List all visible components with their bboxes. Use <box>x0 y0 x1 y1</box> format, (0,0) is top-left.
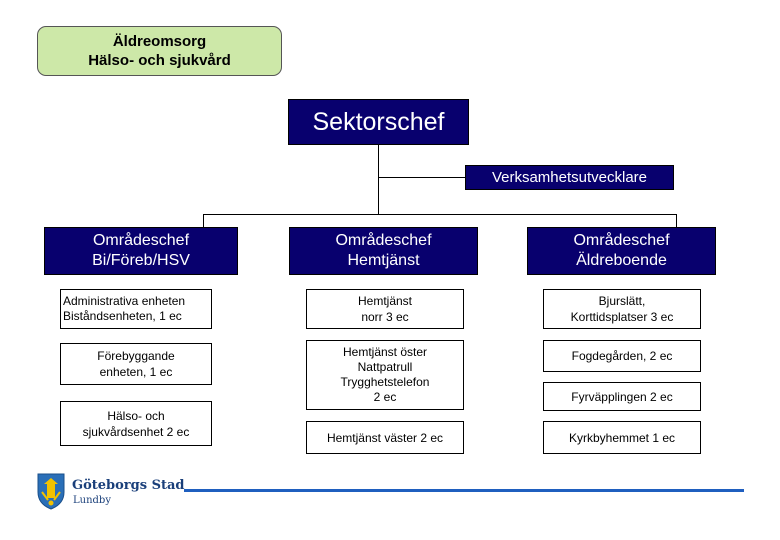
unit-forebyggande-line-1: Förebyggande <box>97 349 175 363</box>
column-header-left: Områdeschef Bi/Föreb/HSV <box>44 227 238 275</box>
footer-rule <box>184 489 744 492</box>
sektorschef-label: Sektorschef <box>312 107 445 136</box>
unit-bjurslatt-line-2: Korttidsplatser 3 ec <box>570 310 674 324</box>
unit-forebyggande-line-2: enheten, 1 ec <box>99 365 173 379</box>
unit-forebyggande: Förebyggande enheten, 1 ec <box>60 343 212 385</box>
unit-hemtjanst-oster-line-3: Trygghetstelefon <box>340 375 430 389</box>
unit-fyrvapplingen-label: Fyrväpplingen 2 ec <box>571 389 673 404</box>
unit-hemtjanst-vaster-label: Hemtjänst väster 2 ec <box>326 430 444 445</box>
unit-halso-sjukvard: Hälso- och sjukvårdsenhet 2 ec <box>60 401 212 446</box>
sektorschef-box: Sektorschef <box>288 99 469 145</box>
unit-halso-line-1: Hälso- och <box>107 408 165 423</box>
column-header-right: Områdeschef Äldreboende <box>527 227 716 275</box>
unit-fyrvapplingen: Fyrväpplingen 2 ec <box>543 382 701 411</box>
unit-bjurslatt-line-1: Bjurslätt, <box>598 294 646 308</box>
unit-hemtjanst-vaster: Hemtjänst väster 2 ec <box>306 421 464 454</box>
column-middle-line-2: Hemtjänst <box>347 252 420 269</box>
unit-bjurslatt: Bjurslätt, Korttidsplatser 3 ec <box>543 289 701 329</box>
connector-right-drop <box>676 214 677 227</box>
logo: Göteborgs Stad Lundby <box>36 472 186 514</box>
unit-kyrkbyhemmet-label: Kyrkbyhemmet 1 ec <box>568 430 676 445</box>
staff-label: Verksamhetsutvecklare <box>491 169 648 186</box>
column-left-line-1: Områdeschef <box>92 232 190 249</box>
unit-halso-line-2: sjukvårdsenhet 2 ec <box>82 424 190 439</box>
unit-hemtjanst-norr-line-1: Hemtjänst <box>357 294 413 308</box>
unit-administrativa-line-1: Administrativa enheten <box>63 294 186 308</box>
header-line-1: Äldreomsorg <box>112 33 207 50</box>
logo-subtitle: Lundby <box>73 495 111 506</box>
unit-hemtjanst-oster-line-1: Hemtjänst öster <box>342 345 428 359</box>
logo-name: Göteborgs Stad <box>72 478 185 493</box>
connector-top-vertical <box>378 145 379 215</box>
connector-staff <box>378 177 465 178</box>
header-box: Äldreomsorg Hälso- och sjukvård <box>37 26 282 76</box>
unit-hemtjanst-norr-line-2: norr 3 ec <box>361 310 409 324</box>
unit-fogdegarden-label: Fogdegården, 2 ec <box>571 349 673 363</box>
staff-box: Verksamhetsutvecklare <box>465 165 674 190</box>
unit-hemtjanst-norr: Hemtjänst norr 3 ec <box>306 289 464 329</box>
unit-kyrkbyhemmet: Kyrkbyhemmet 1 ec <box>543 421 701 454</box>
unit-fogdegarden: Fogdegården, 2 ec <box>543 340 701 372</box>
column-header-middle: Områdeschef Hemtjänst <box>289 227 478 275</box>
column-middle-line-1: Områdeschef <box>335 232 432 249</box>
column-right-line-1: Områdeschef <box>573 232 670 249</box>
column-left-line-2: Bi/Föreb/HSV <box>92 252 190 269</box>
unit-hemtjanst-oster-line-4: 2 ec <box>373 390 397 404</box>
connector-left-drop <box>203 214 204 227</box>
unit-hemtjanst-oster-line-2: Nattpatrull <box>357 360 413 374</box>
connector-horizontal <box>203 214 677 215</box>
unit-administrativa: Administrativa enheten Biståndsenheten, … <box>60 289 212 329</box>
unit-administrativa-line-2: Biståndsenheten, 1 ec <box>63 309 182 323</box>
column-right-line-2: Äldreboende <box>576 252 667 269</box>
goteborg-crest-icon <box>37 473 65 510</box>
unit-hemtjanst-oster: Hemtjänst öster Nattpatrull Trygghetstel… <box>306 340 464 410</box>
header-line-2: Hälso- och sjukvård <box>88 52 231 69</box>
